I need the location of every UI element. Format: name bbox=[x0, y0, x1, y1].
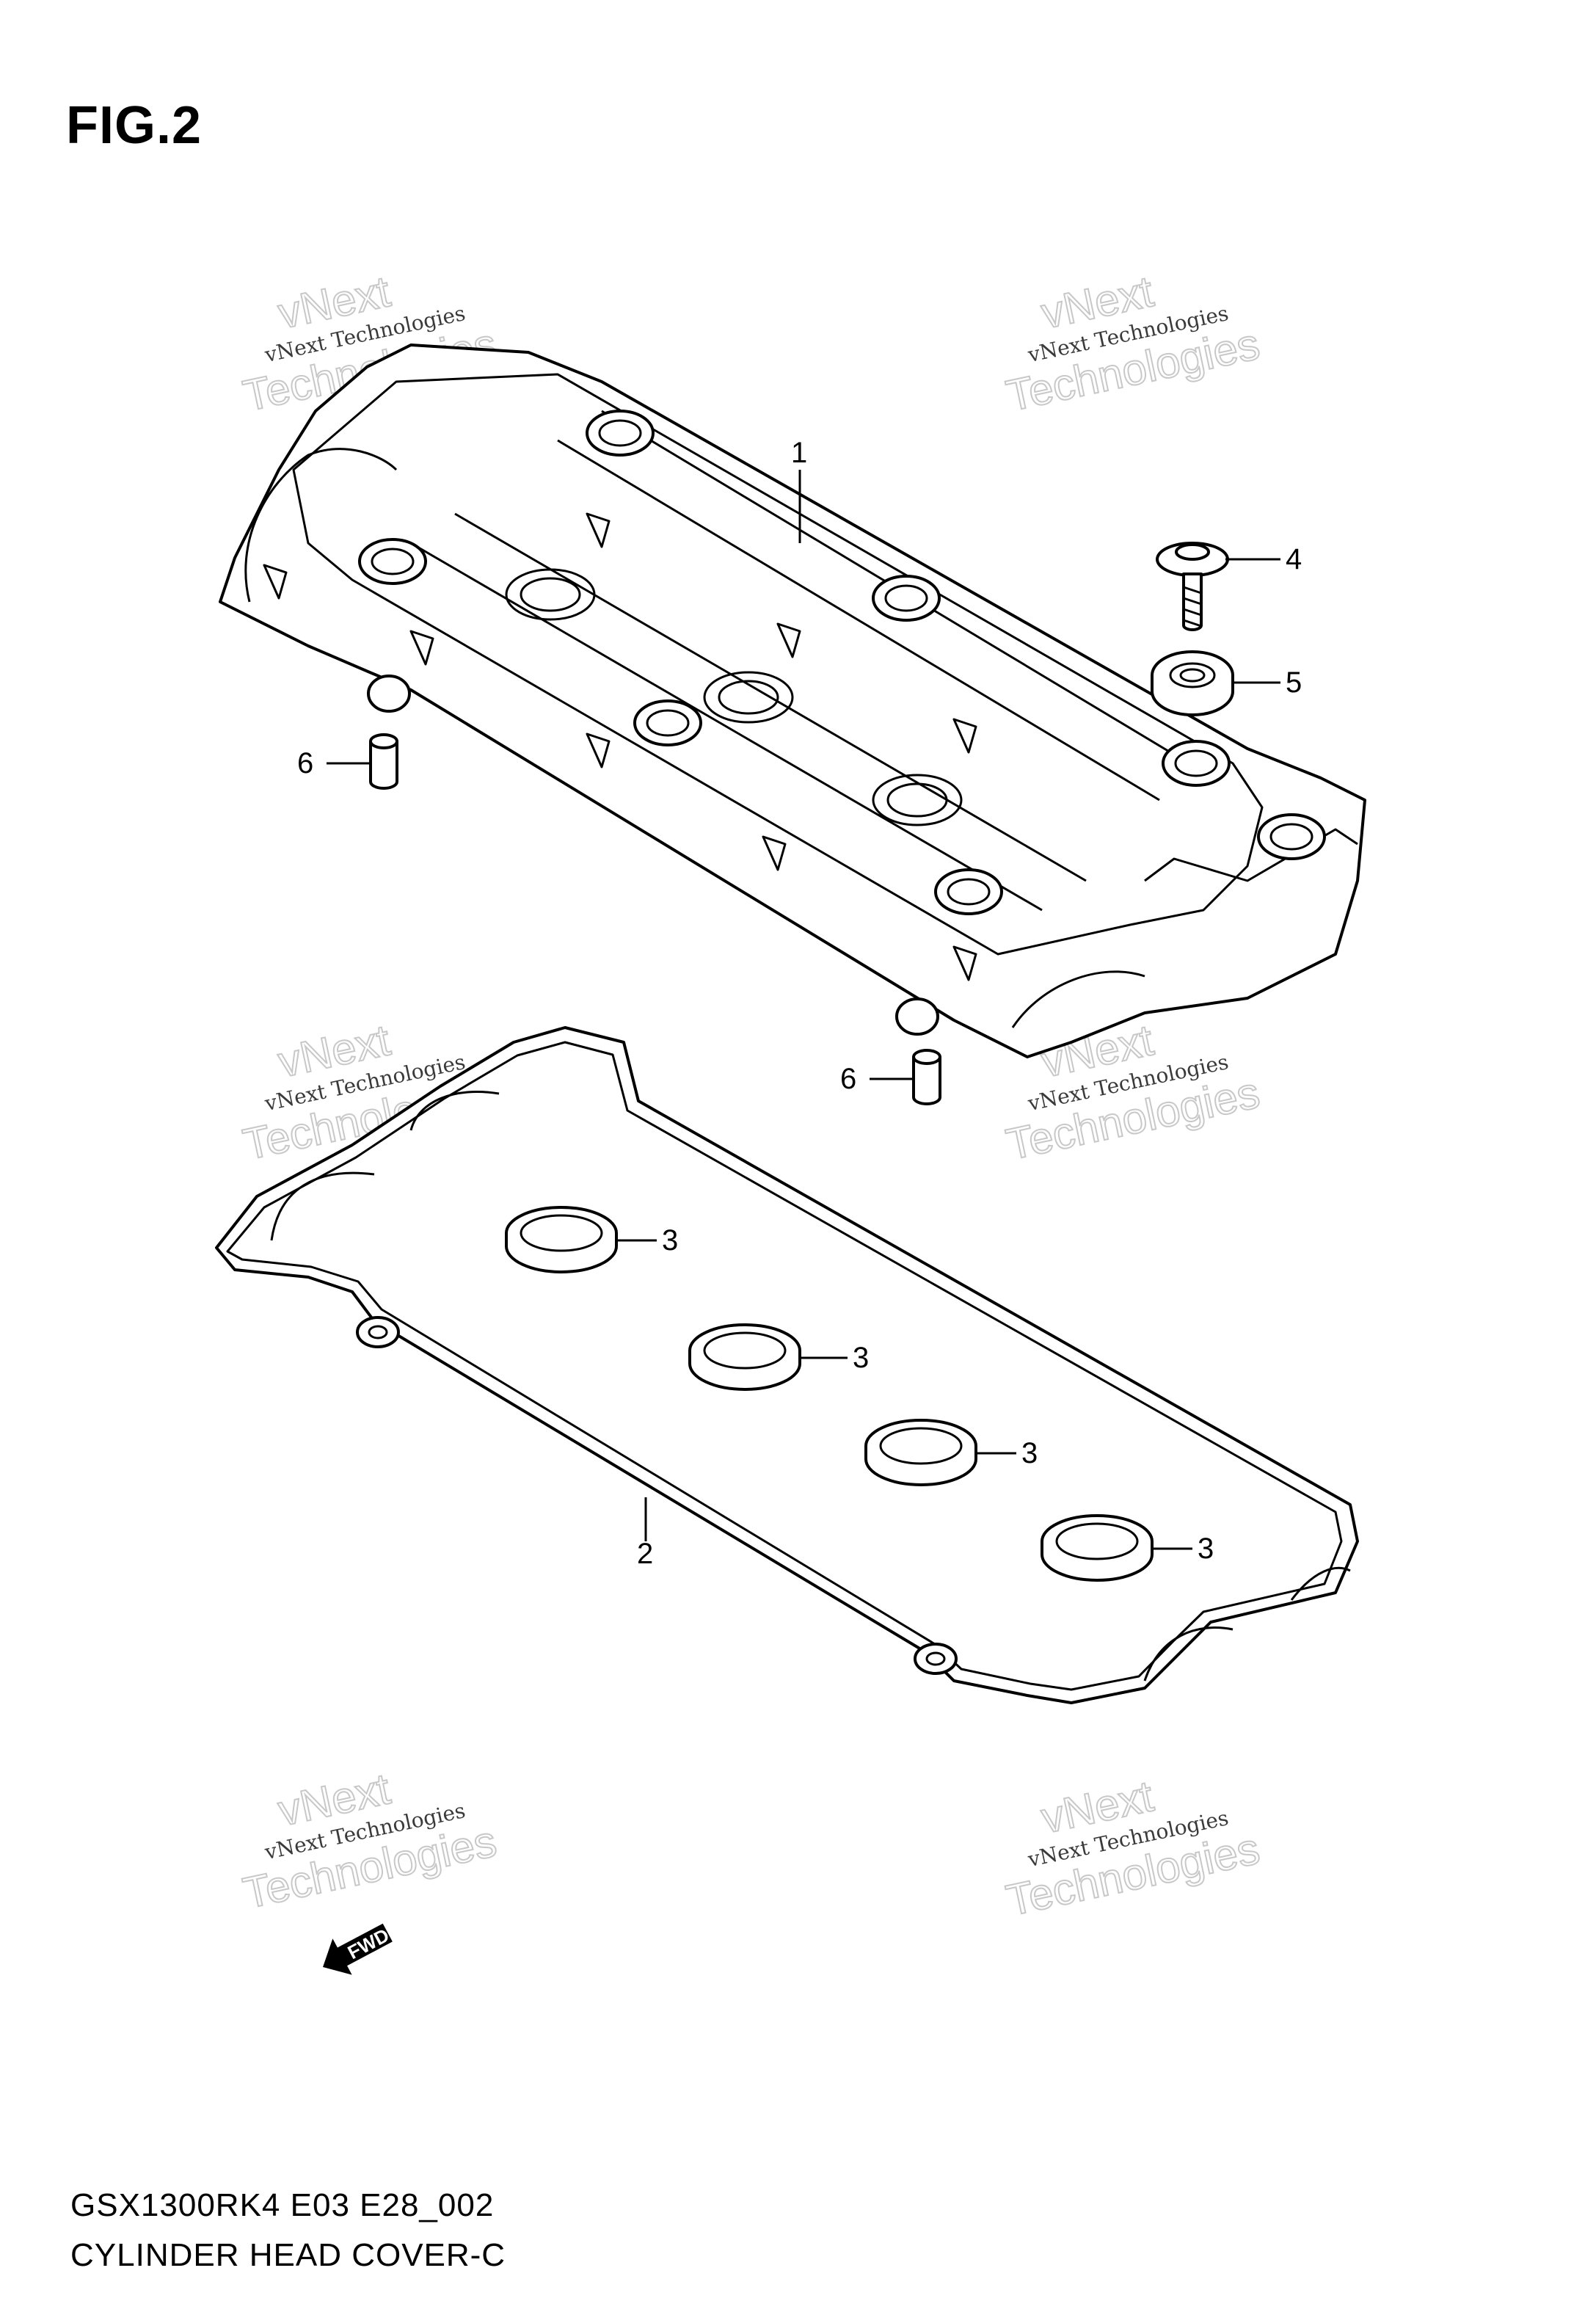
bolt-boss bbox=[358, 410, 1326, 915]
watermark-bottom-right: vNext vNext Technologies Technologies bbox=[1002, 1770, 1265, 1926]
plug-seal-part bbox=[864, 1419, 977, 1486]
plug-seal-part bbox=[505, 1206, 618, 1273]
callout-2: 2 bbox=[637, 1538, 653, 1570]
figure-title: FIG.2 bbox=[66, 96, 203, 155]
cylinder-head-cover-part bbox=[219, 343, 1366, 1058]
callout-1: 1 bbox=[791, 437, 807, 469]
watermark-top-right: vNext vNext Technologies Technologies bbox=[1002, 266, 1265, 421]
dowel-pin-part bbox=[912, 1049, 941, 1105]
bolt-part bbox=[1156, 542, 1229, 631]
figure-name: CYLINDER HEAD COVER-C bbox=[70, 2237, 506, 2273]
callout-3: 3 bbox=[853, 1342, 869, 1374]
fwd-arrow-icon: FWD bbox=[323, 1923, 393, 1975]
callout-6: 6 bbox=[297, 747, 313, 779]
dowel-pin-part bbox=[369, 733, 398, 790]
figure-code: GSX1300RK4 E03 E28_002 bbox=[70, 2187, 495, 2223]
plug-seal-part bbox=[688, 1323, 801, 1391]
watermark-bottom-left: vNext vNext Technologies Technologies bbox=[238, 1763, 502, 1919]
callout-3: 3 bbox=[662, 1224, 678, 1257]
grommet-part bbox=[1151, 650, 1234, 716]
callout-5: 5 bbox=[1286, 666, 1302, 699]
callout-6: 6 bbox=[840, 1063, 856, 1095]
plug-seal-part bbox=[1041, 1514, 1154, 1582]
fwd-label: FWD bbox=[344, 1924, 393, 1963]
callout-3: 3 bbox=[1198, 1533, 1214, 1565]
callout-3: 3 bbox=[1021, 1437, 1038, 1469]
callout-4: 4 bbox=[1286, 543, 1302, 575]
